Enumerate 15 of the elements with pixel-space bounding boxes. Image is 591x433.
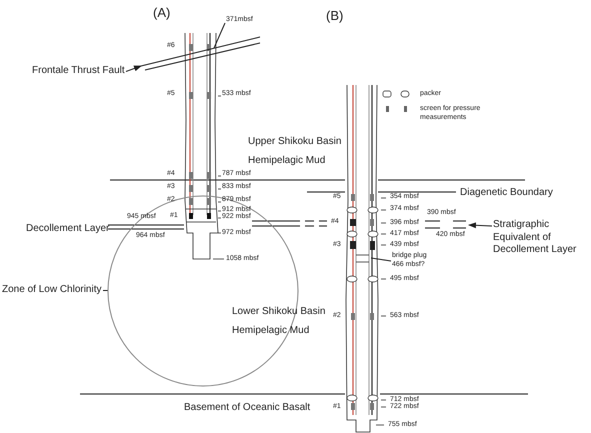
label-text: Diagenetic Boundary (460, 186, 553, 200)
label-text: Decollement Layer (26, 222, 110, 236)
leader-line (102, 290, 108, 292)
label-text: Basement of Oceanic Basalt (184, 401, 310, 415)
callout-text: Frontale Thrust Fault (32, 65, 125, 78)
arrow (468, 222, 492, 228)
label-text: (A) (153, 4, 170, 22)
label-text: Upper Shikoku Basin Hemipelagic Mud (248, 135, 342, 168)
label-text: Lower Shikoku Basin Hemipelagic Mud (232, 305, 326, 338)
callout-text: Stratigraphic Equivalent of Decollement Layer (493, 219, 591, 256)
leader-line (214, 22, 226, 48)
label-text: (B) (326, 7, 344, 25)
callout-text: Zone of Low Chlorinity (2, 284, 102, 296)
leader-line (370, 258, 392, 262)
arrow (126, 66, 142, 72)
